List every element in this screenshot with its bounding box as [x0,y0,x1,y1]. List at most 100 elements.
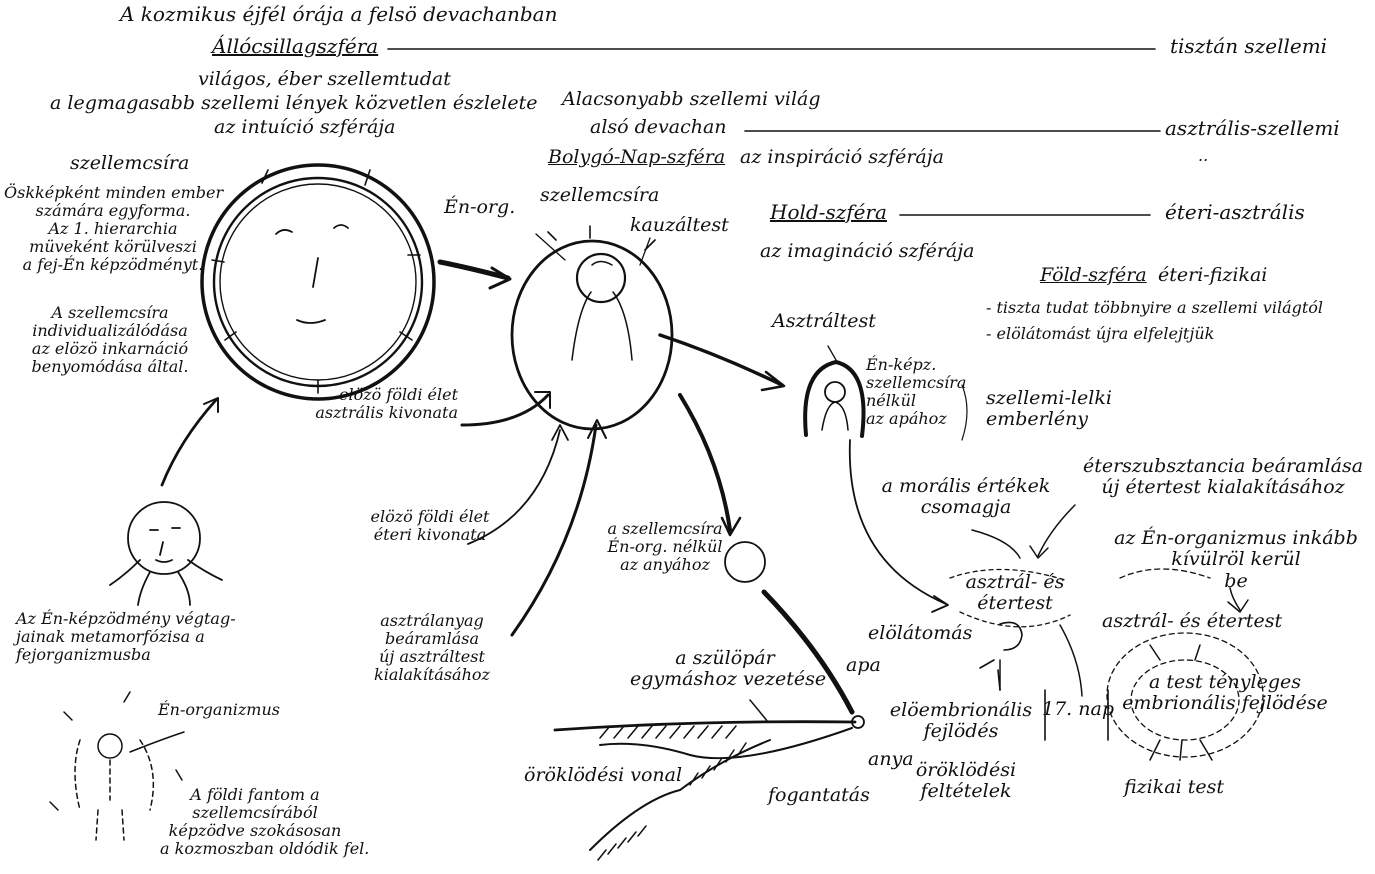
inspiration-sphere-label: az inspiráció szférája [740,148,944,168]
arrow-causal-to-mother [680,395,730,530]
embryo-figure [980,622,1022,690]
individualization-line: az elözö inkarnáció [10,340,210,358]
parents-text: a szülöpár egymáshoz vezetése [630,648,820,691]
preembryonic-line: elöembrionális [886,700,1036,721]
causal-body-figure [512,226,672,429]
phantom-line: képzödve szokásosan [160,822,350,840]
ether-inflow-text: éterszubsztancia beáramlása új étertest … [1078,456,1368,499]
prev-astral-line: asztrális kivonata [300,404,458,422]
head-face-icon [276,225,348,323]
spirit-soul-text: szellemi-lelki emberlény [986,388,1112,431]
phantom-line: a kozmoszban oldódik fel. [160,840,350,858]
metamorphosis-line: fejorganizmusba [16,646,236,664]
astral-inflow-line: kialakításához [362,666,502,684]
lower-devachan-label: alsó devachan [590,118,727,138]
earth-note-1: - tiszta tudat többnyire a szellemi vilá… [986,300,1323,317]
ether-inflow-line: éterszubsztancia beáramlása [1078,456,1368,477]
astral-inflow-line: beáramlása [362,630,502,648]
purely-spiritual-label: tisztán szellemi [1170,36,1327,57]
ether-inflow-line: új étertest kialakításához [1078,477,1368,498]
preembryonic-line: fejlödés [886,721,1036,742]
astral-spiritual-label: asztrális-szellemi [1165,118,1340,139]
spirit-soul-line: emberlény [986,409,1112,430]
archetype-line: Öskképként minden ember [4,184,222,202]
heredity-conditions-line: öröklödési [906,760,1026,781]
germ-to-father-text: Én-képz. szellemcsíra nélkül az apához [866,356,966,428]
germ-to-mother-line: a szellemcsíra [600,520,730,538]
individualization-text: A szellemcsíra individualizálódása az el… [10,304,210,376]
astral-body-label: Asztráltest [772,312,876,332]
arrow-head-to-sphere [162,400,216,485]
germ-to-father-line: Én-képz. [866,356,966,374]
causal-body-label: kauzáltest [630,216,729,236]
clear-consciousness-label: világos, éber szellemtudat [198,70,451,90]
astral-ether-line: étertest [960,593,1070,614]
intuition-sphere-label: az intuíció szférája [214,118,396,138]
lower-head-figure [110,502,222,605]
metamorphosis-line: Az Én-képzödmény végtag- [16,610,236,628]
mother-germ-circle [725,542,765,582]
day-17-label: 17. nap [1042,700,1114,720]
spirit-germ-sphere [202,165,434,399]
parents-line: a szülöpár [630,648,820,669]
moon-sphere-label: Hold-szféra [770,202,887,223]
heredity-conditions-text: öröklödési feltételek [906,760,1026,803]
phantom-line: A földi fantom a [160,786,350,804]
highest-beings-label: a legmagasabb szellemi lények közvetlen … [50,94,537,114]
astral-ether-right-label: asztrál- és étertest [1102,612,1282,632]
en-org-label: Én-org. [444,198,515,218]
prev-astral-text: elözö földi élet asztrális kivonata [300,386,458,422]
en-organism-outside-text: az Én-organizmus inkább kívülröl kerül b… [1100,528,1372,592]
archetype-line: számára egyforma. [4,202,222,220]
en-organism-outside-line: be [1100,571,1372,592]
fixed-star-sphere-label: Állócsillagszféra [212,36,378,57]
moral-values-line: a morális értékek [876,476,1056,497]
arrow-causal-to-astral [660,335,782,385]
spirit-soul-line: szellemi-lelki [986,388,1112,409]
prev-etheric-text: elözö földi élet éteri kivonata [360,508,500,544]
arrow-to-day17 [1060,625,1082,696]
germ-to-father-line: nélkül [866,392,966,410]
conception-label: fogantatás [768,786,870,806]
lower-spiritual-world-label: Alacsonyabb szellemi világ [562,90,821,110]
individualization-line: benyomódása által. [10,358,210,376]
planet-sun-sphere-label: Bolygó-Nap-szféra [548,148,725,168]
foreseeing-label: elölátomás [868,624,972,644]
heredity-conditions-line: feltételek [906,781,1026,802]
arrow-parents [750,700,768,722]
spirit-germ-label-left: szellemcsíra [70,154,189,174]
physical-body-label: fizikai test [1124,778,1224,798]
phantom-figure [75,734,153,840]
archetype-text: Öskképként minden ember számára egyforma… [4,184,222,274]
archetype-line: Az 1. hierarchia [4,220,222,238]
earth-note-2: - elölátomást újra elfelejtjük [986,326,1214,343]
astral-inflow-line: asztrálanyag [362,612,502,630]
preembryonic-text: elöembrionális fejlödés [886,700,1036,743]
astral-ether-left-text: asztrál- és étertest [960,572,1070,615]
metamorphosis-text: Az Én-képzödmény végtag- jainak metamorf… [16,610,236,664]
imagination-sphere-label: az imagináció szférája [760,242,974,262]
arrow-en-organism [130,732,184,752]
arrow-moral-values [972,530,1020,558]
astral-ether-line: asztrál- és [960,572,1070,593]
embryonic-line: embrionális fejlödése [1110,693,1340,714]
prev-etheric-line: elözö földi élet [360,508,500,526]
embryonic-line: a test tényleges [1110,672,1340,693]
individualization-line: A szellemcsíra [10,304,210,322]
astral-inflow-text: asztrálanyag beáramlása új asztráltest k… [362,612,502,684]
en-organism-outside-line: az Én-organizmus inkább [1100,528,1372,549]
en-organism-label: Én-organizmus [158,702,280,719]
moral-values-line: csomagja [876,497,1056,518]
astral-inflow-line: új asztráltest [362,648,502,666]
metamorphosis-line: jainak metamorfózisa a [16,628,236,646]
germ-to-father-line: az apához [866,410,966,428]
archetype-line: müveként körülveszi [4,238,222,256]
continuation-dots: .. [1198,148,1208,165]
arrow-astral-inflow [512,425,596,635]
spirit-germ-label-center: szellemcsíra [540,186,659,206]
earth-sphere-label: Föld-szféra [1040,266,1147,286]
phantom-line: szellemcsírából [160,804,350,822]
parents-line: egymáshoz vezetése [630,669,820,690]
individualization-line: individualizálódása [10,322,210,340]
germ-to-mother-text: a szellemcsíra Én-org. nélkül az anyához [600,520,730,574]
